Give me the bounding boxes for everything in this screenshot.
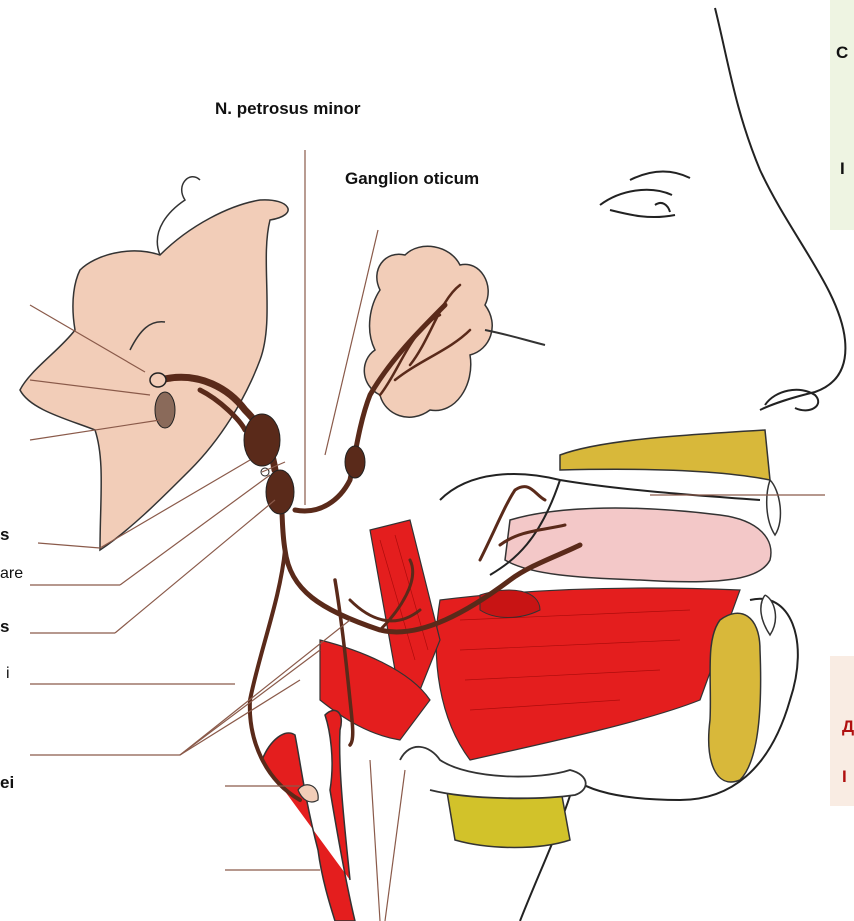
nostril: [765, 390, 818, 411]
tympanic-plexus: [155, 392, 175, 428]
tympanic-ring: [150, 373, 166, 387]
face-outline: [715, 8, 845, 410]
label-cut-i: i: [6, 666, 10, 682]
eyebrow: [630, 171, 690, 180]
parotid-duct: [485, 330, 545, 345]
ganglion-superior: [244, 414, 280, 466]
label-cut-ei: ei: [0, 774, 14, 791]
label-cut-s1: s: [0, 526, 9, 543]
carotid-artery: [262, 710, 355, 921]
ganglion-inferior: [266, 470, 294, 514]
label-ganglion-oticum: Ganglion oticum: [345, 170, 479, 187]
ganglion-oticum-knot: [345, 446, 365, 478]
label-n-petrosus-minor: N. petrosus minor: [215, 100, 360, 117]
palatine-gland: [560, 430, 770, 480]
eye: [600, 190, 675, 217]
submandibular-gland: [709, 613, 761, 782]
tongue: [505, 508, 771, 582]
label-cut-s2: s: [0, 618, 9, 635]
label-cut-are: are: [0, 566, 23, 582]
